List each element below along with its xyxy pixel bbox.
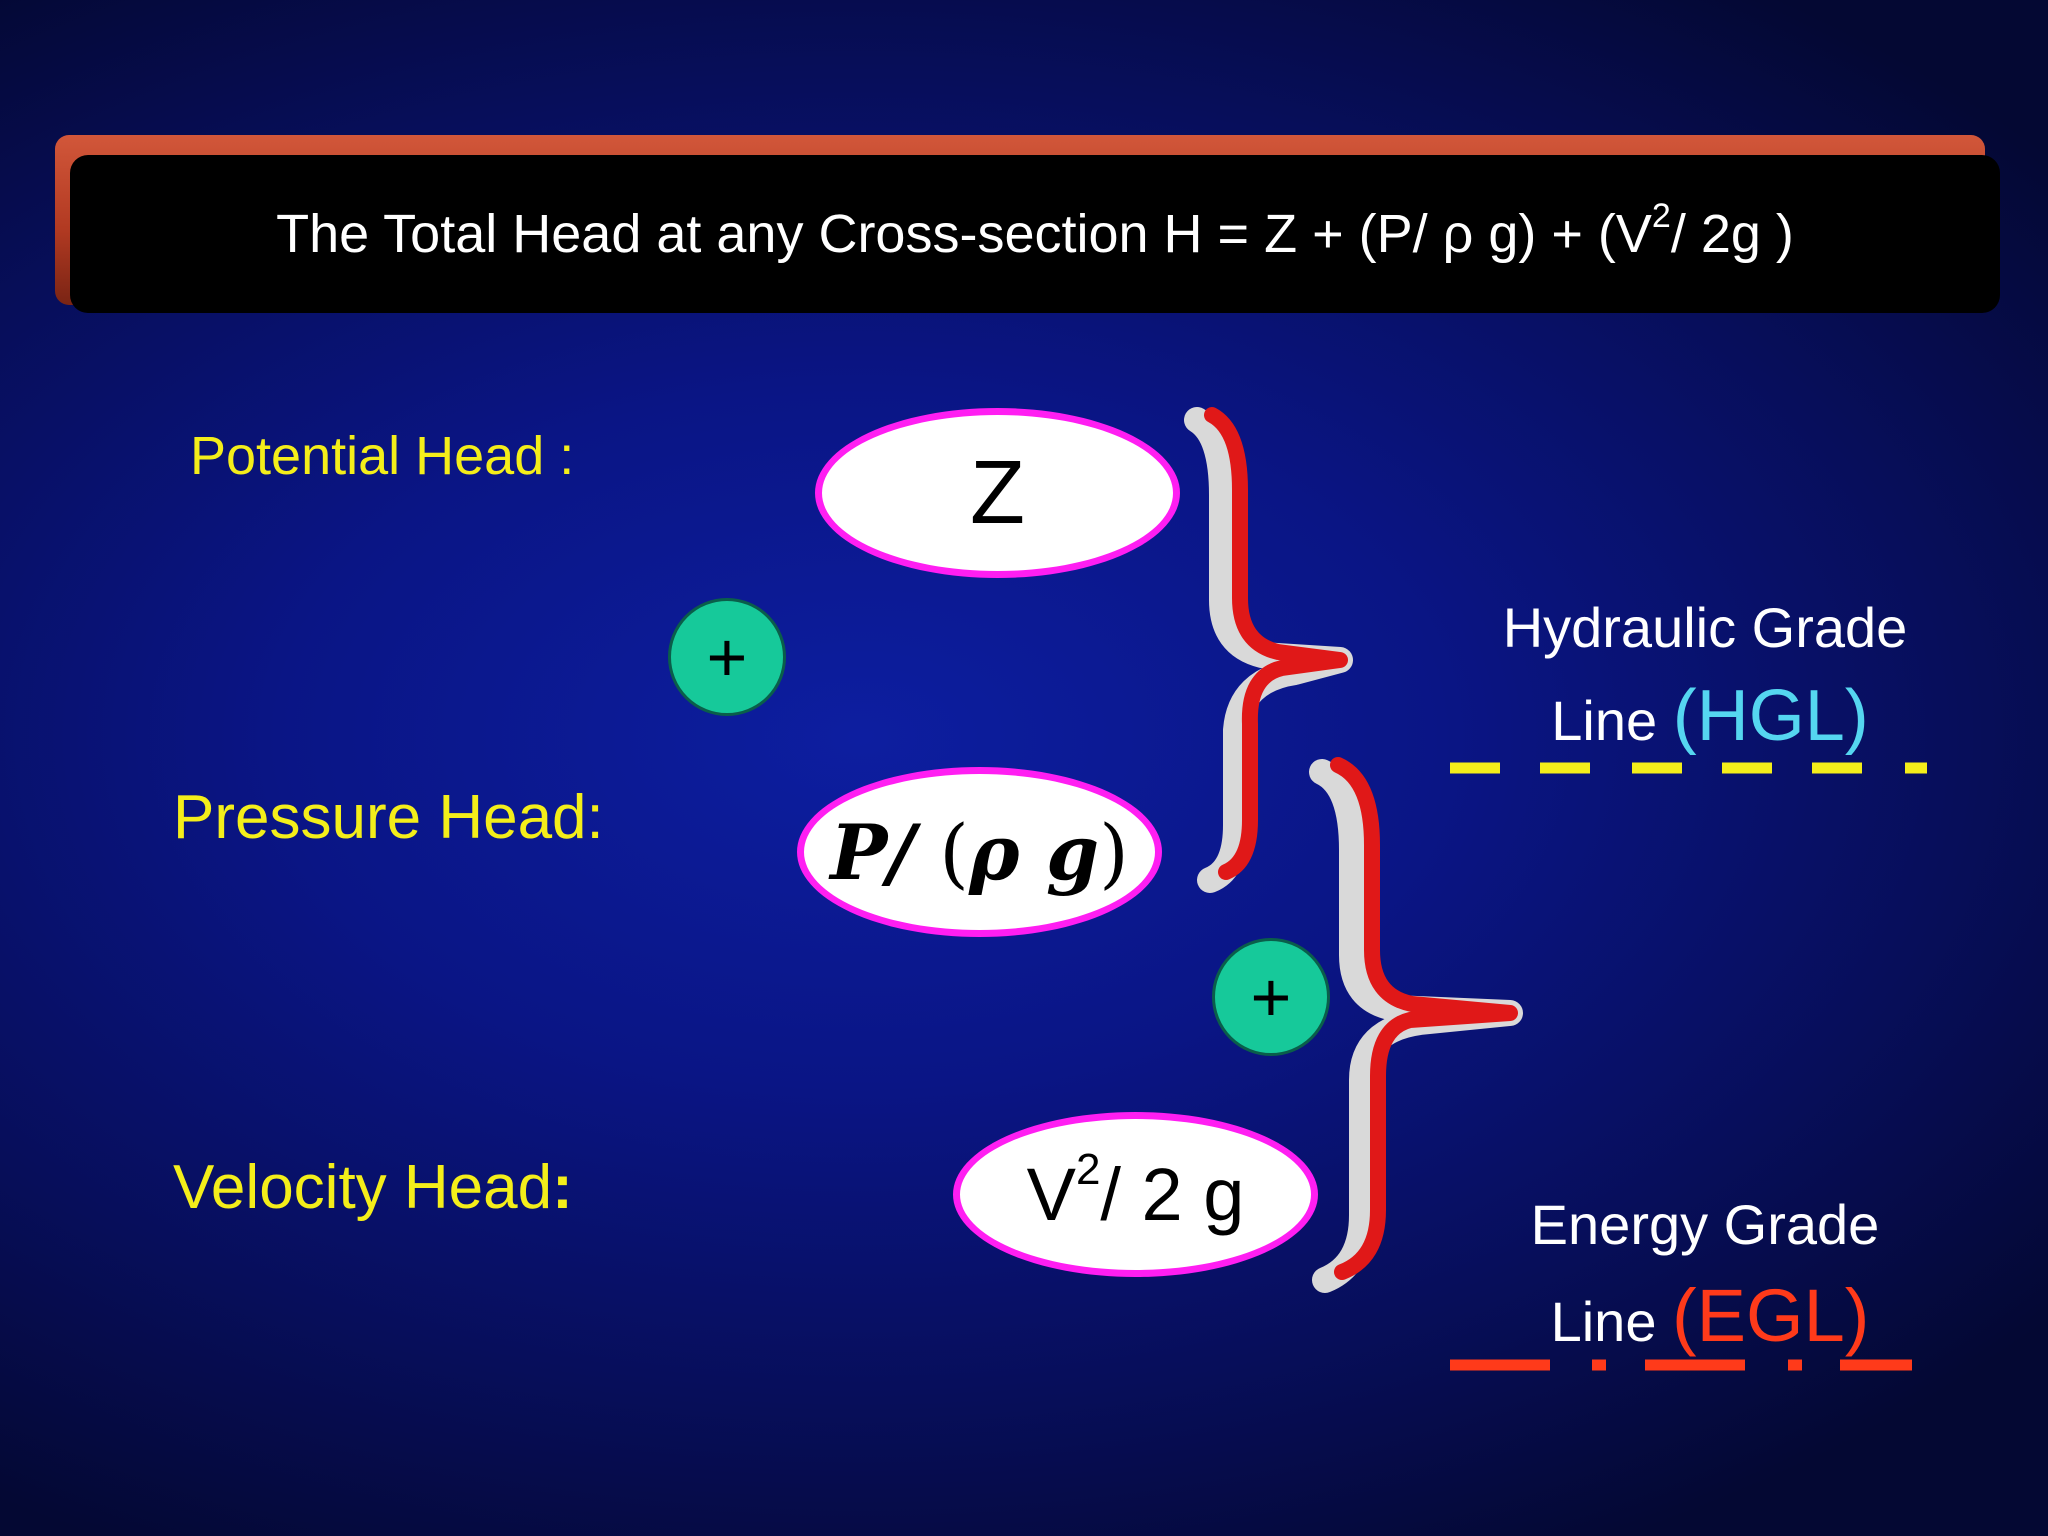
egl-title: Energy Grade xyxy=(1530,1193,1880,1256)
title-text: The Total Head at any Cross-section H = … xyxy=(276,197,1794,265)
velocity-term-base: V xyxy=(1026,1153,1076,1236)
title-suffix: / 2g ) xyxy=(1670,204,1794,264)
velocity-term-exponent: 2 xyxy=(1075,1145,1101,1195)
velocity-term-rest: / 2 g xyxy=(1100,1153,1245,1236)
title-prefix: The Total Head at any Cross-section H = … xyxy=(276,204,1652,264)
hgl-line-label: Line (HGL) xyxy=(1500,675,1920,757)
egl-line-label: Line (EGL) xyxy=(1500,1273,1920,1358)
hgl-acronym: (HGL) xyxy=(1672,676,1869,756)
pressure-term-close: ) xyxy=(1099,807,1129,897)
egl-brace xyxy=(1330,757,1518,1280)
plus-icon: + xyxy=(706,618,748,696)
hgl-title: Hydraulic Grade xyxy=(1502,596,1908,659)
pressure-term-open: ( xyxy=(915,807,969,897)
egl-acronym: (EGL) xyxy=(1672,1274,1870,1357)
plus-icon: + xyxy=(1250,958,1292,1036)
velocity-term-ellipse: V2/ 2 g xyxy=(953,1112,1318,1277)
potential-head-label: Potential Head : xyxy=(190,426,575,486)
plus-circle-lower: + xyxy=(1212,938,1330,1056)
title-banner: The Total Head at any Cross-section H = … xyxy=(70,155,2000,313)
velocity-head-text: Velocity Head xyxy=(173,1153,553,1222)
pressure-term-rho-g: ρ g xyxy=(968,807,1100,897)
velocity-head-colon: : xyxy=(552,1153,573,1222)
pressure-term-ellipse: P/ (ρ g) xyxy=(797,767,1162,937)
velocity-term-text: V2/ 2 g xyxy=(1026,1145,1245,1237)
egl-line-word: Line xyxy=(1550,1290,1673,1353)
pressure-head-label: Pressure Head: xyxy=(173,783,604,852)
pressure-term-text: P/ (ρ g) xyxy=(830,808,1129,897)
title-exponent: 2 xyxy=(1651,197,1671,235)
z-term-text: Z xyxy=(970,442,1025,543)
pressure-term-numerator: P/ xyxy=(830,807,916,897)
hgl-brace xyxy=(1204,407,1348,880)
hgl-line-word: Line xyxy=(1551,689,1673,752)
plus-circle-upper: + xyxy=(668,598,786,716)
z-term-ellipse: Z xyxy=(815,408,1180,578)
velocity-head-label: Velocity Head: xyxy=(173,1152,573,1223)
